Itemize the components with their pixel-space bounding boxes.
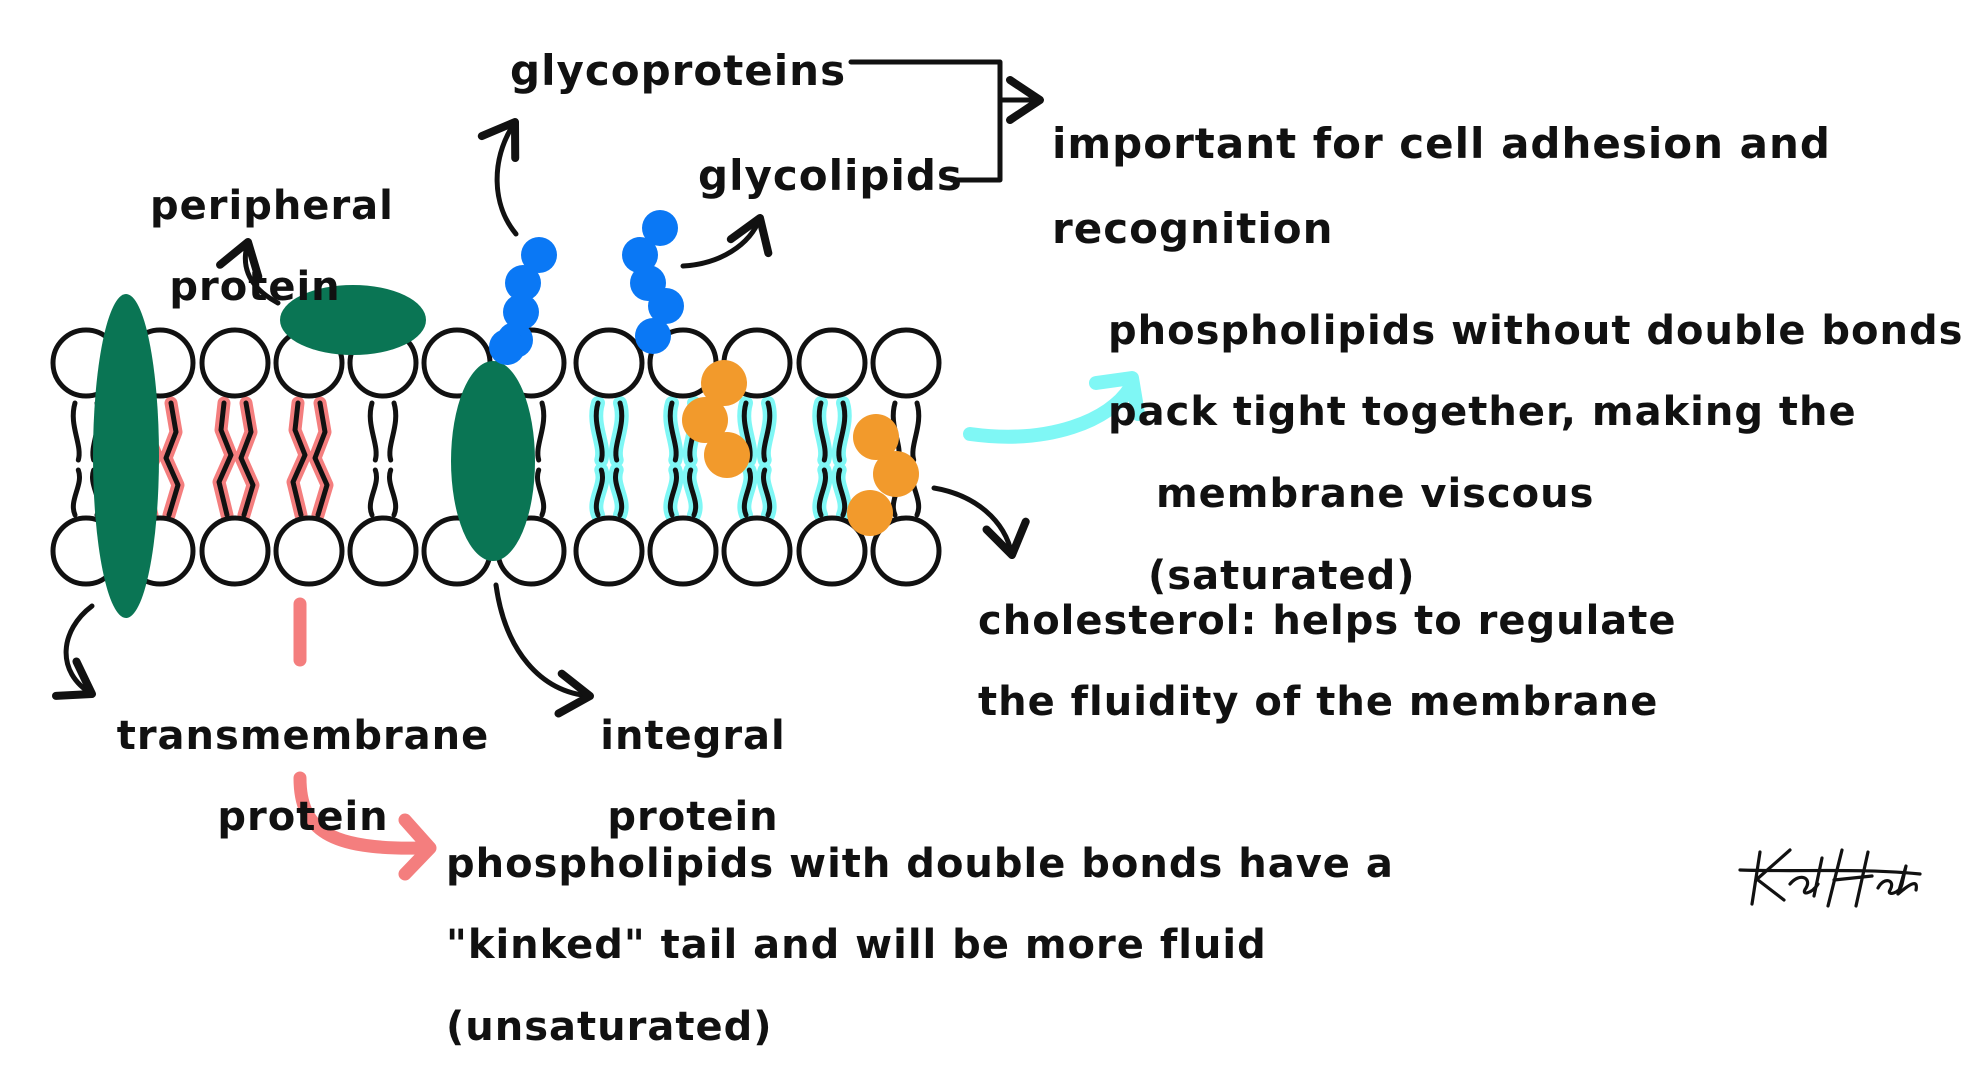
cholesterol-molecule bbox=[682, 360, 750, 478]
saturated-arrow-head bbox=[1089, 371, 1145, 421]
straight-tail bbox=[387, 467, 399, 518]
straight-tail bbox=[613, 400, 625, 463]
straight-tail bbox=[836, 400, 848, 463]
straight-tail bbox=[535, 467, 547, 518]
phospholipid-head bbox=[273, 515, 345, 587]
transmembrane-protein-shape bbox=[93, 294, 159, 618]
unsaturated-label-line: phospholipids with double bonds have a bbox=[446, 840, 1394, 887]
straight-tail bbox=[687, 467, 699, 518]
straight-tail bbox=[667, 467, 679, 518]
saturated-phospholipid-tails bbox=[515, 396, 852, 522]
straight-tail bbox=[741, 467, 753, 518]
integral-protein-shape bbox=[451, 361, 535, 561]
peripheral-label-line: peripheral bbox=[150, 182, 394, 229]
adhesion-label: important for cell adhesion and recognit… bbox=[1052, 80, 1831, 294]
saturated-arrow bbox=[963, 381, 1137, 444]
straight-tail bbox=[387, 400, 399, 463]
cholesterol-arrow bbox=[931, 485, 1030, 559]
membrane-illustration: .protein{fill:#0a7554;}.chol{fill:#f29a2… bbox=[50, 0, 1922, 908]
cholesterol-label-line: the fluidity of the membrane bbox=[978, 679, 1659, 726]
kinked-tail bbox=[163, 400, 181, 518]
kinked-tail bbox=[238, 400, 256, 518]
peripheral-label-line: protein bbox=[169, 264, 341, 311]
phospholipid-head bbox=[796, 515, 868, 587]
glycoproteins-arrow bbox=[477, 117, 520, 237]
unsaturated-arrow-head bbox=[398, 813, 437, 881]
unsaturated-label: phospholipids with double bonds have a "… bbox=[446, 803, 1394, 1089]
peripheral-protein-shape bbox=[280, 285, 426, 355]
straight-tail bbox=[816, 400, 828, 463]
adhesion-label-line: important for cell adhesion and bbox=[1052, 118, 1831, 168]
phospholipid-head bbox=[199, 327, 271, 399]
glycolipid-sugar-chain bbox=[622, 210, 684, 354]
unsaturated-label-line: "kinked" tail and will be more fluid bbox=[446, 922, 1267, 969]
straight-tail bbox=[70, 400, 82, 463]
peripheral-protein-arrow bbox=[216, 238, 281, 306]
straight-tail bbox=[367, 400, 379, 463]
transmembrane-label-line: transmembrane bbox=[116, 712, 490, 759]
phospholipid-head bbox=[573, 327, 645, 399]
saturated-label-line: phospholipids without double bonds bbox=[1108, 307, 1964, 354]
glycoprotein-sugar-chain bbox=[489, 237, 557, 365]
straight-tail bbox=[593, 400, 605, 463]
integral-label-line: protein bbox=[607, 794, 779, 841]
phospholipid-head bbox=[796, 327, 868, 399]
unsaturated-arrow bbox=[293, 771, 427, 855]
glycolipids-label: glycolipids bbox=[698, 151, 963, 200]
transmembrane-protein-label: transmembrane protein bbox=[108, 675, 498, 879]
straight-tail bbox=[761, 467, 773, 518]
saturated-label: phospholipids without double bonds pack … bbox=[1108, 270, 1963, 637]
integral-protein-label: integral protein bbox=[598, 675, 788, 879]
adhesion-bracket bbox=[848, 62, 1040, 183]
straight-tail bbox=[667, 400, 679, 463]
phospholipid-head bbox=[870, 515, 942, 587]
straight-tail bbox=[70, 467, 82, 518]
phospholipid-head bbox=[870, 327, 942, 399]
straight-tail bbox=[535, 400, 547, 463]
phospholipid-head bbox=[347, 515, 419, 587]
saturated-label-line: pack tight together, making the bbox=[1108, 389, 1857, 436]
unsaturated-label-line: (unsaturated) bbox=[446, 1003, 773, 1050]
straight-tail bbox=[836, 467, 848, 518]
phospholipid-head bbox=[199, 515, 271, 587]
phospholipid-head bbox=[647, 515, 719, 587]
transmembrane-protein-arrow bbox=[51, 603, 96, 700]
straight-tail bbox=[761, 400, 773, 463]
integral-label-line: integral bbox=[600, 712, 786, 759]
cholesterol-label-line: cholesterol: helps to regulate bbox=[978, 597, 1677, 644]
phospholipid-head bbox=[721, 515, 793, 587]
glycoproteins-label: glycoproteins bbox=[510, 46, 847, 95]
straight-tail bbox=[613, 467, 625, 518]
adhesion-label-line: recognition bbox=[1052, 204, 1334, 254]
unsaturated-phospholipid-tails bbox=[137, 396, 334, 522]
cell-membrane-diagram: .protein{fill:#0a7554;}.chol{fill:#f29a2… bbox=[50, 0, 1963, 1047]
kinked-tail bbox=[216, 400, 234, 518]
phospholipid-head bbox=[573, 515, 645, 587]
integral-protein-arrow bbox=[493, 582, 594, 718]
inner-leaflet-heads bbox=[50, 515, 942, 587]
kinked-tail bbox=[290, 400, 308, 518]
transmembrane-label-line: protein bbox=[217, 794, 389, 841]
cholesterol-molecule bbox=[847, 414, 919, 536]
straight-tail bbox=[910, 400, 922, 463]
glycolipids-arrow bbox=[680, 214, 773, 269]
author-signature bbox=[1738, 848, 1922, 908]
peripheral-protein-label: peripheral protein bbox=[150, 145, 394, 349]
saturated-label-line: (saturated) bbox=[1148, 552, 1416, 599]
straight-tail bbox=[367, 467, 379, 518]
straight-tail bbox=[816, 467, 828, 518]
cholesterol-label: cholesterol: helps to regulate the fluid… bbox=[978, 560, 1677, 764]
kinked-tail bbox=[312, 400, 330, 518]
saturated-label-line: membrane viscous bbox=[1156, 470, 1595, 517]
straight-tail bbox=[593, 467, 605, 518]
